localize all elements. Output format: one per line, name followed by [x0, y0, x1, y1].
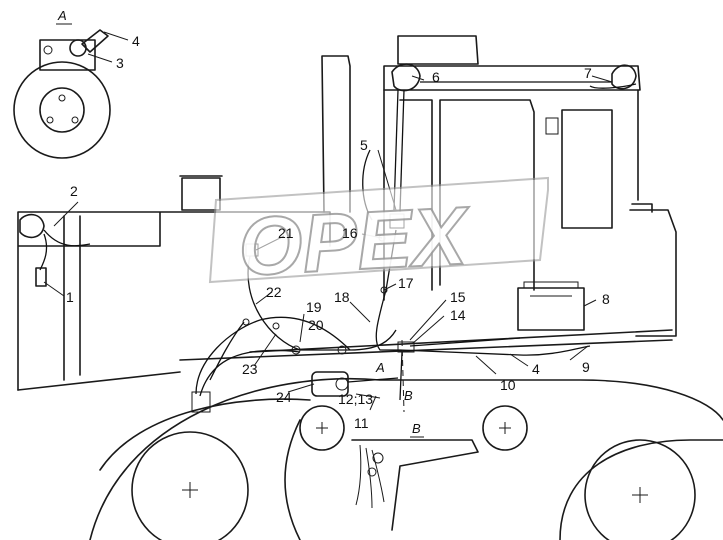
components	[19, 63, 637, 413]
callout-1: 1	[66, 289, 74, 305]
detail-view-a	[13, 29, 129, 159]
callout-9: 9	[582, 359, 590, 375]
view-label-a-section: A	[375, 360, 385, 375]
callout-15: 15	[450, 289, 466, 305]
callout-24: 24	[276, 389, 292, 405]
view-label-b-section: B	[404, 388, 413, 403]
view-label-a: A	[57, 8, 67, 23]
leader-lines	[43, 75, 613, 413]
callout-20: 20	[308, 317, 324, 333]
callout-19: 19	[306, 299, 322, 315]
callout-7: 7	[584, 65, 592, 81]
callout-5: 5	[360, 137, 368, 153]
callout-12-13: 12;13	[338, 391, 373, 407]
callout-2: 2	[70, 183, 78, 199]
callout-23: 23	[242, 361, 258, 377]
watermark-text: OPEX	[236, 190, 473, 293]
callout-11: 11	[354, 415, 369, 431]
callout-16: 16	[342, 225, 358, 241]
callout-labels: 1 2 3 4 5 6 7 8 9 10 11 12;13 14 15 16 1…	[66, 33, 610, 431]
callout-4b: 4	[532, 361, 540, 377]
detail-view-b	[351, 439, 479, 531]
callout-18: 18	[334, 289, 350, 305]
callout-17: 17	[398, 275, 414, 291]
callout-14: 14	[450, 307, 466, 323]
callout-10: 10	[500, 377, 516, 393]
tracks	[89, 378, 723, 540]
watermark: OPEX	[208, 176, 549, 294]
callout-21: 21	[278, 225, 294, 241]
callout-6: 6	[432, 69, 440, 85]
view-label-b: B	[412, 421, 421, 436]
callout-8: 8	[602, 291, 610, 307]
callout-3: 3	[116, 55, 124, 71]
callout-22: 22	[266, 284, 282, 300]
callout-4: 4	[132, 33, 140, 49]
